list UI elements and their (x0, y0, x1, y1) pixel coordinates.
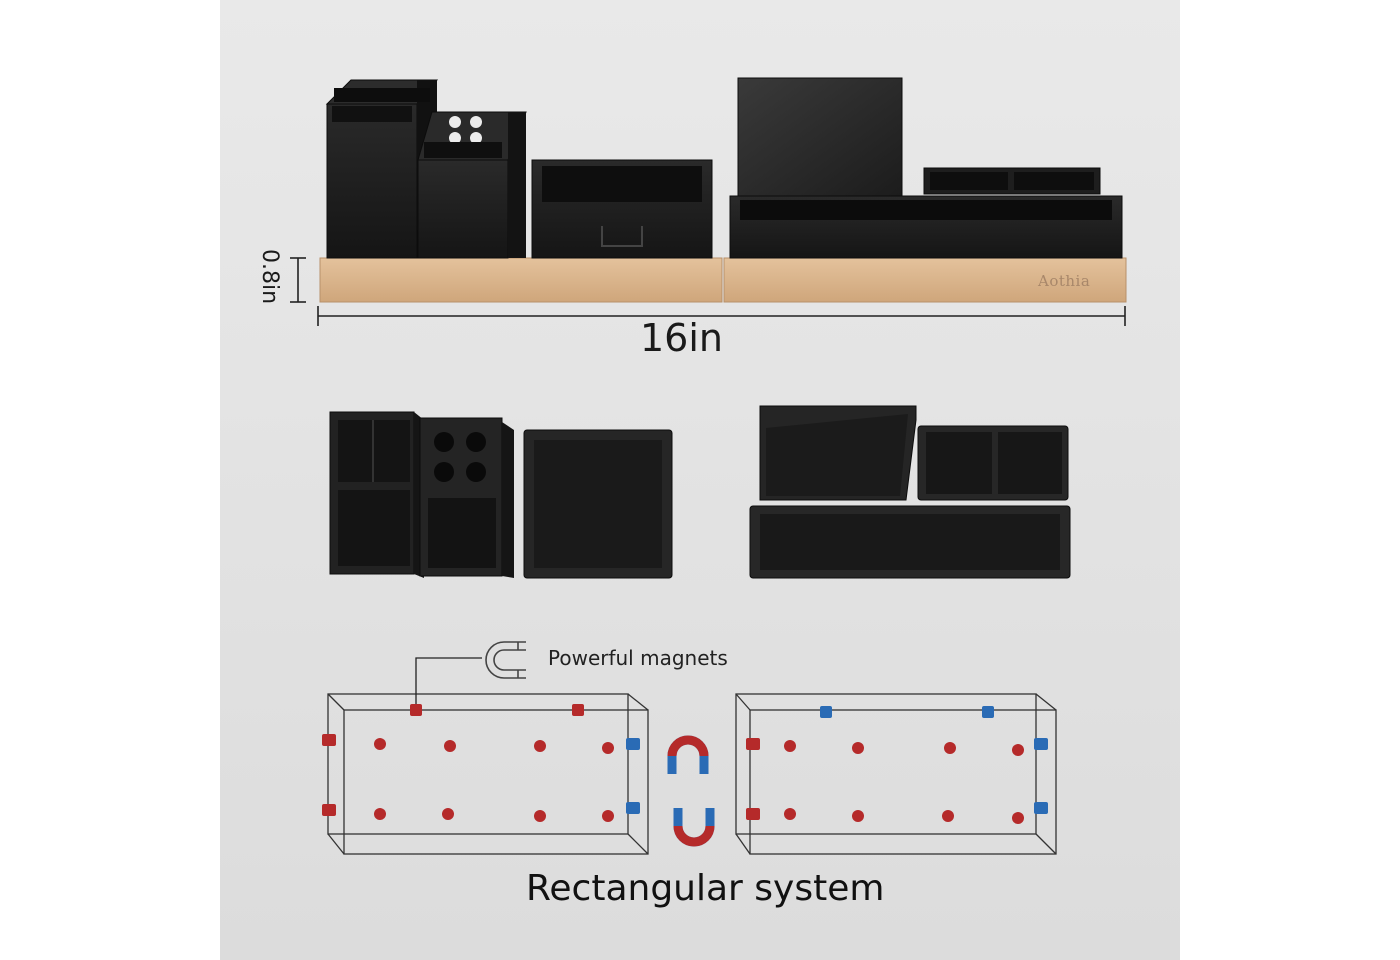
horseshoe-magnet-icon-bottom (673, 808, 715, 847)
memo-tray (531, 159, 713, 259)
product-image-panel: 16in 0.8in Aothia Powerful magnets Recta… (220, 0, 1180, 960)
wood-base-left (319, 257, 723, 303)
magnet-red-icon (322, 704, 614, 822)
assembled-organizer (290, 77, 1127, 326)
magnet-red-icon-right (746, 738, 1024, 824)
magnet-callout-label: Powerful magnets (548, 646, 728, 670)
brand-logo-text: Aothia (1038, 272, 1091, 290)
double-tray-topview (917, 425, 1069, 501)
product-illustration (290, 77, 1127, 855)
height-dimension-label: 0.8in (257, 248, 283, 305)
right-set-exploded (749, 405, 1071, 579)
long-tray-topview (749, 505, 1071, 579)
system-title: Rectangular system (526, 868, 885, 909)
magnet-blue-icon-right (820, 706, 1048, 814)
horseshoe-magnet-icon-top (667, 735, 709, 774)
magnet-blue-icon (626, 738, 640, 814)
horseshoe-magnet-icon (485, 641, 526, 679)
phone-stand (737, 77, 903, 197)
four-hole-holder-topview (419, 417, 514, 578)
left-set-exploded (329, 411, 673, 579)
width-dimension-line (317, 306, 1126, 326)
phone-stand-topview (759, 405, 917, 501)
right-base-wireframe (735, 693, 1057, 855)
pen-holder-four-hole (417, 111, 527, 259)
tall-holder-topview (329, 411, 424, 578)
small-double-tray (923, 167, 1101, 195)
wood-base-right (723, 257, 1127, 303)
width-dimension-label: 16in (640, 316, 723, 360)
memo-tray-topview (523, 429, 673, 579)
long-tray (729, 195, 1123, 259)
magnet-callout-line (415, 657, 482, 704)
height-dimension-line (290, 257, 306, 303)
left-base-wireframe (327, 693, 649, 855)
